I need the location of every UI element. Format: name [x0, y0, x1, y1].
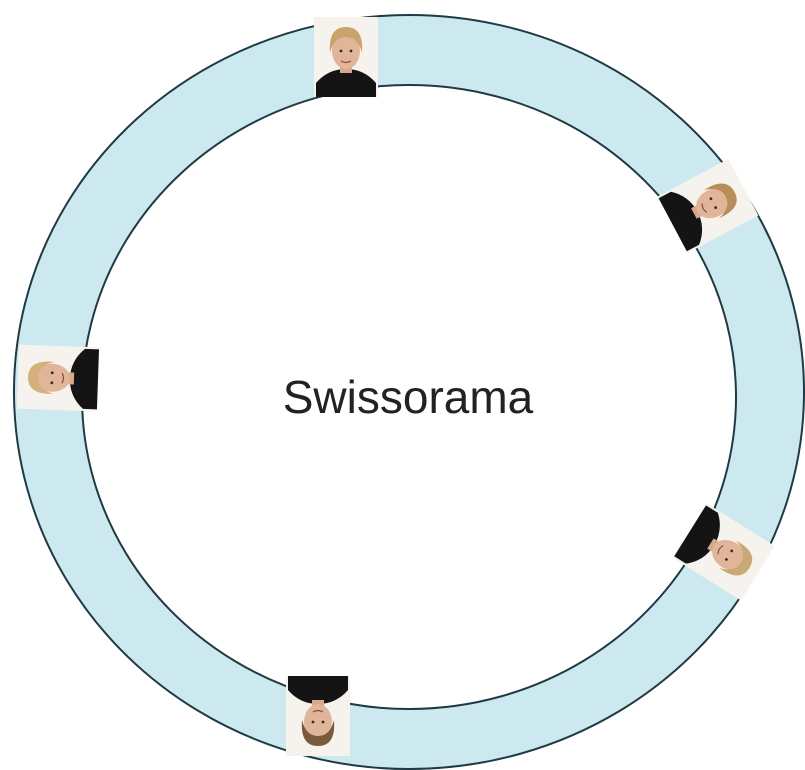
portrait-left-person-photo-icon: [17, 345, 99, 412]
center-label: Swissorama: [283, 371, 534, 423]
portrait-bottom-person-photo-icon: [286, 676, 350, 756]
portrait-top-person-photo-icon: [314, 17, 378, 97]
